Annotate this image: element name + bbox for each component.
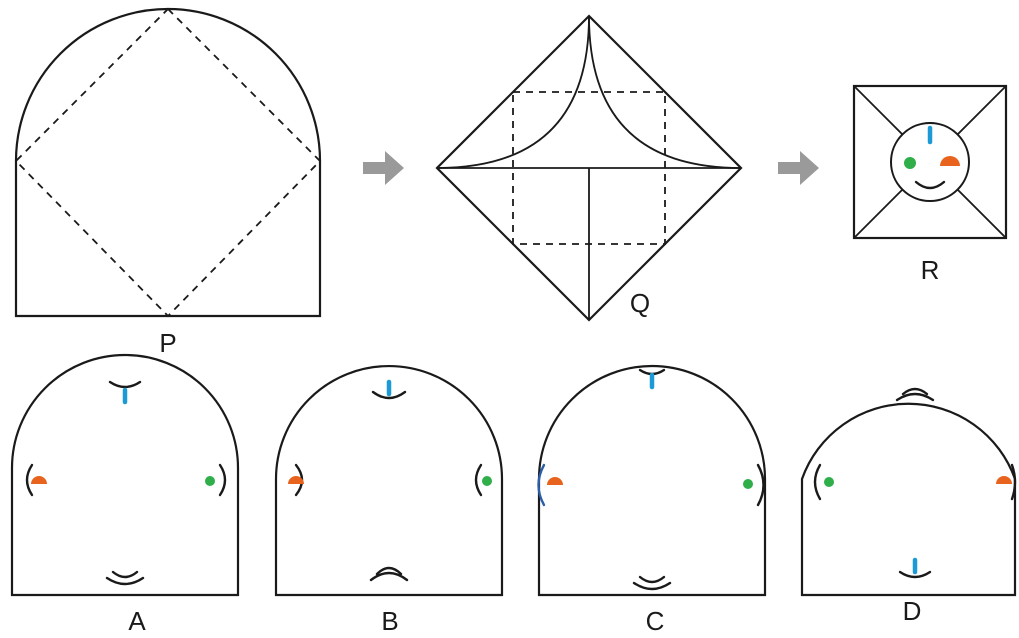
arrow-p-to-q-icon [363, 151, 404, 185]
option-a-orange-mark [31, 476, 47, 484]
option-b[interactable]: B [274, 364, 504, 636]
option-d[interactable]: D [800, 387, 1017, 626]
option-d-green-mark [824, 477, 834, 487]
option-d-top-arc-1 [901, 387, 929, 396]
figure-p-fold-lines [14, 7, 322, 318]
option-c-label: C [646, 606, 665, 636]
option-a-green-mark [205, 476, 215, 486]
option-a-left-arc [25, 463, 34, 497]
figure-r-black-arc [914, 180, 946, 190]
option-d-top-arc-2 [895, 392, 935, 402]
option-c-green-mark [743, 479, 753, 489]
option-c-bottom-arc-1 [638, 575, 666, 584]
option-d-right-arc [1010, 463, 1017, 501]
figure-r-circle [890, 122, 970, 202]
figure-q-right-curve [588, 15, 742, 169]
option-a-label: A [128, 606, 146, 636]
figure-r-orange-mark [940, 156, 960, 166]
option-b-bottom-arc-1 [375, 566, 403, 576]
option-c[interactable]: C [537, 364, 767, 636]
figure-r: R [852, 84, 1008, 285]
option-c-right-arc [756, 463, 765, 507]
option-a-bottom-arc-2 [105, 576, 145, 586]
option-b-orange-mark [288, 476, 304, 484]
figure-r-label: R [921, 255, 940, 285]
option-c-bottom-arc-2 [632, 581, 672, 591]
figure-q-label: Q [630, 288, 650, 318]
figure-q: Q [435, 14, 743, 322]
figure-r-green-mark [904, 157, 916, 169]
figure-q-left-curve [436, 15, 590, 169]
arrow-q-to-r-icon [778, 151, 819, 185]
option-a-bottom-arc-1 [111, 570, 139, 579]
option-d-label: D [903, 596, 922, 626]
figure-r-square [852, 84, 1008, 240]
option-b-top-arc [371, 390, 407, 400]
option-d-orange-mark [996, 476, 1012, 484]
figure-p-label: P [159, 328, 176, 358]
option-b-outline [274, 364, 504, 597]
option-a-outline [10, 353, 240, 597]
option-b-right-arc [474, 463, 483, 497]
option-c-outline [537, 364, 767, 597]
option-d-bottom-arc [898, 570, 932, 579]
option-c-left-arc [537, 463, 546, 507]
figure-q-fold-square [512, 91, 666, 245]
option-a-right-arc [218, 463, 227, 497]
option-b-label: B [381, 606, 398, 636]
option-d-outline [800, 402, 1017, 597]
option-a[interactable]: A [10, 353, 240, 636]
option-b-green-mark [482, 476, 492, 486]
figure-p: P [14, 7, 322, 358]
option-d-left-arc [813, 463, 822, 501]
option-a-top-arc [108, 380, 142, 389]
figure-p-outline [14, 7, 322, 318]
option-c-orange-mark [547, 477, 563, 485]
option-b-bottom-arc-2 [369, 571, 409, 582]
